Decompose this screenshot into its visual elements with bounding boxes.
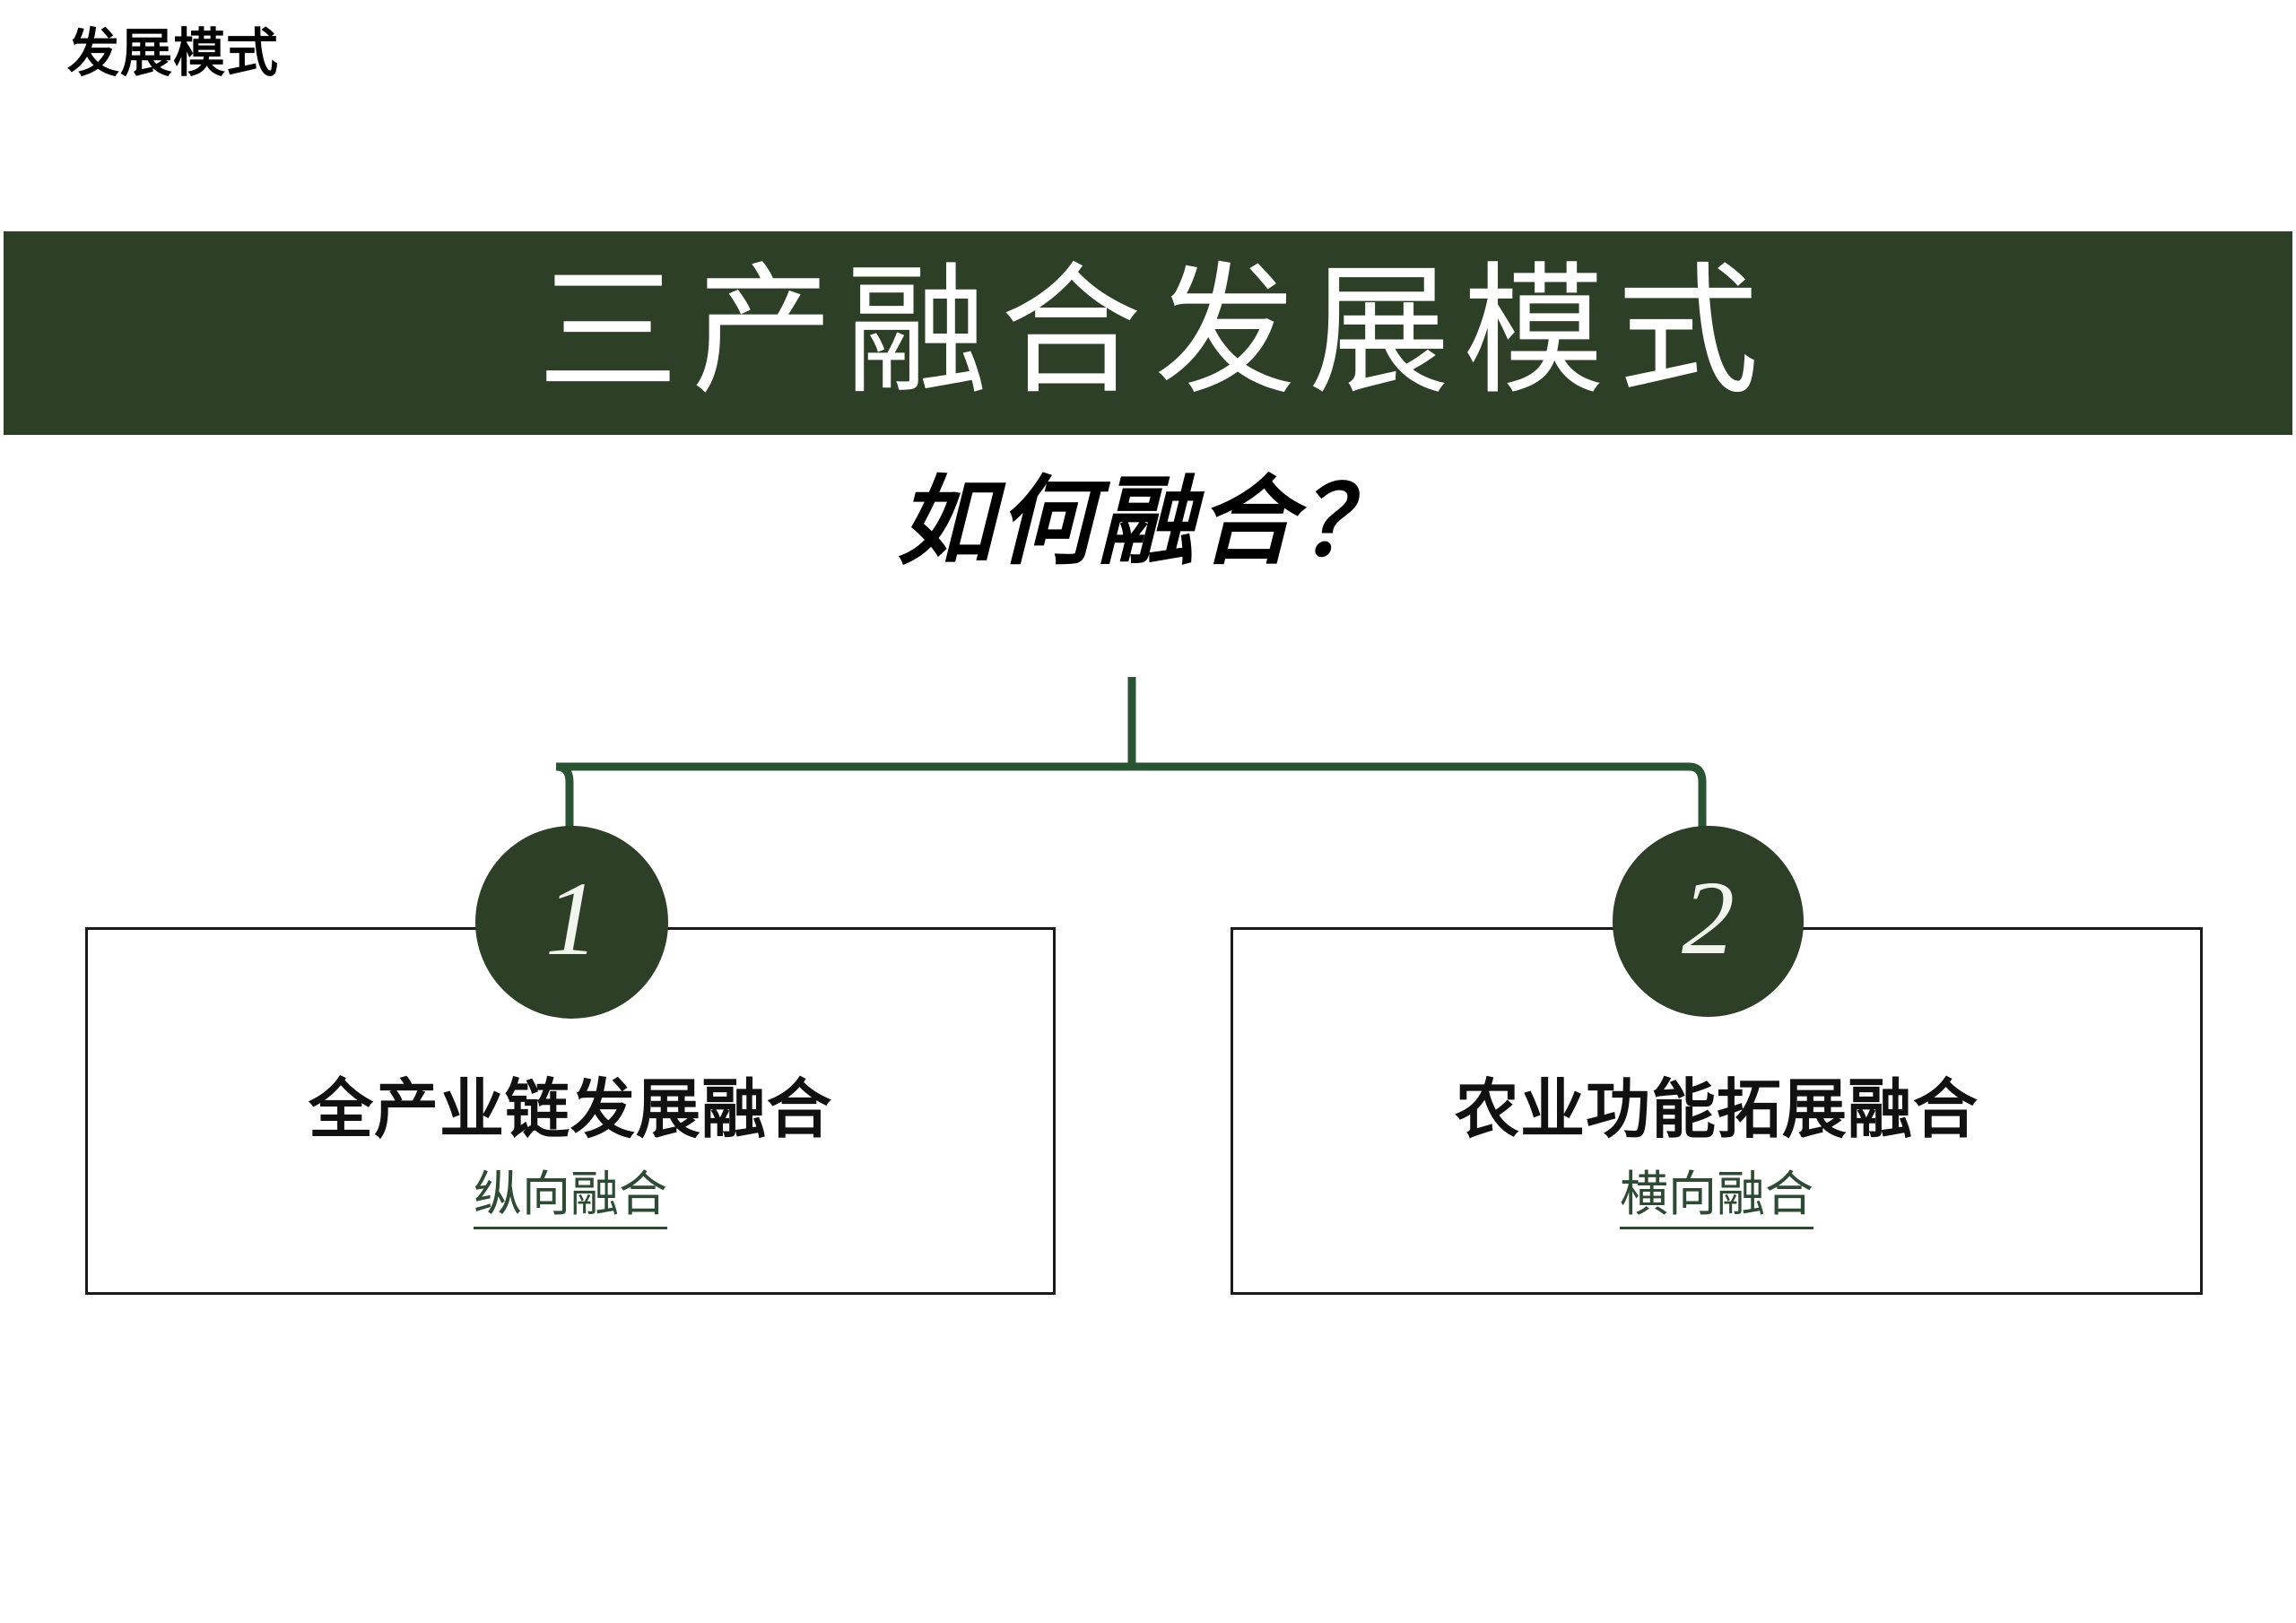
branch-number-2: 2 xyxy=(1682,858,1735,976)
branch-number-badge-1: 1 xyxy=(475,826,668,1019)
branch-subtitle-1-text: 纵向融合 xyxy=(474,1167,667,1229)
section-label: 发展模式 xyxy=(67,24,280,82)
branch-title-1: 全产业链发展融合 xyxy=(308,1074,832,1146)
branch-number-badge-2: 2 xyxy=(1613,826,1804,1017)
branch-title-2: 农业功能拓展融合 xyxy=(1454,1074,1979,1146)
branch-subtitle-1: 纵向融合 xyxy=(88,1167,1053,1229)
branch-card-2[interactable]: 农业功能拓展融合 横向融合 xyxy=(1231,927,2203,1295)
branch-subtitle-2-text: 横向融合 xyxy=(1620,1167,1813,1229)
banner-title: 三产融合发展模式 xyxy=(537,254,1771,412)
title-banner: 三产融合发展模式 xyxy=(4,231,2292,435)
question-subtitle: 如何融合？ xyxy=(896,470,1399,577)
branch-subtitle-2: 横向融合 xyxy=(1233,1167,2200,1229)
branch-number-1: 1 xyxy=(545,859,598,977)
